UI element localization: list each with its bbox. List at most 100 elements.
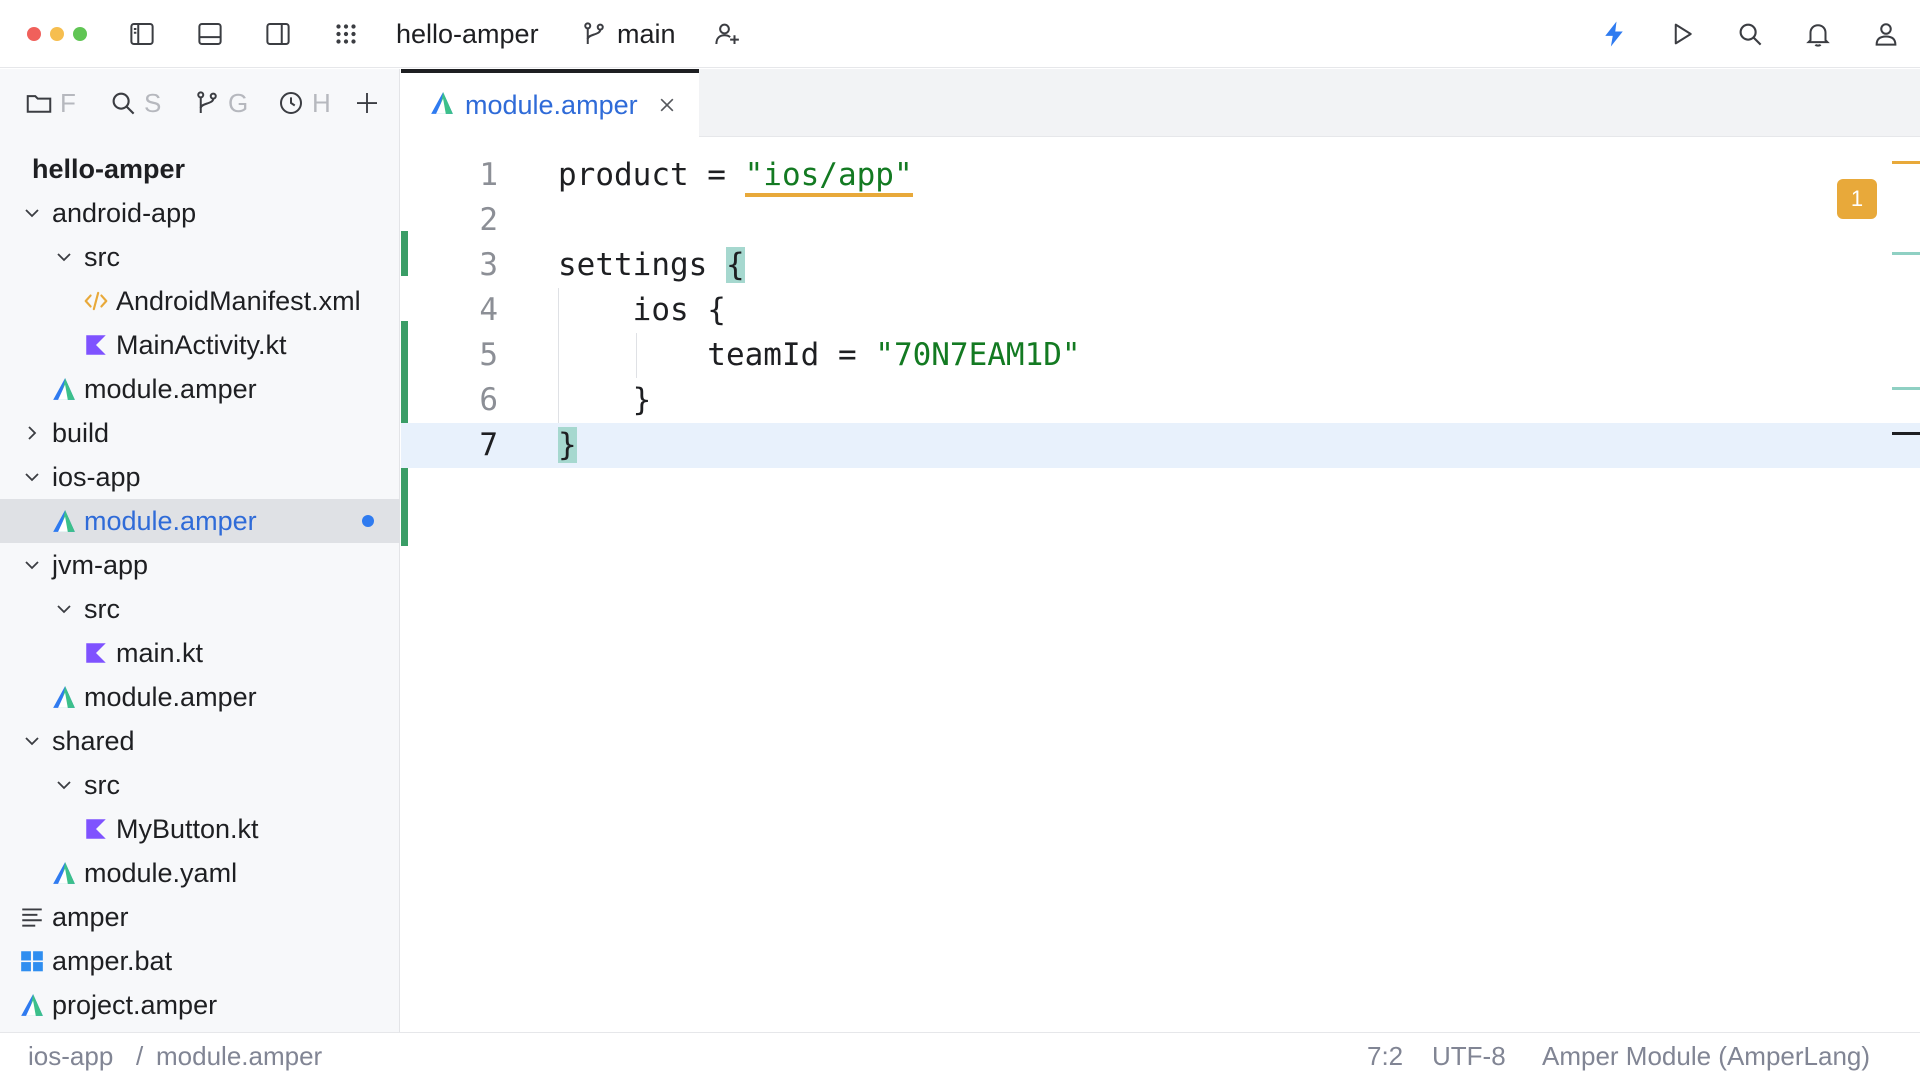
tree-folder[interactable]: shared [0,719,400,763]
title-bar: hello-amper main [0,0,1920,68]
tree-file[interactable]: module.amper [0,675,400,719]
zoom-window-button[interactable] [73,27,87,41]
chevron-down-icon[interactable] [50,595,78,623]
tree-folder[interactable]: src [0,235,400,279]
close-tab-button[interactable] [656,94,678,116]
toggle-bottom-panel-button[interactable] [190,14,230,54]
warning-count-badge[interactable]: 1 [1837,179,1877,219]
file-language[interactable]: Amper Module (AmperLang) [1542,1041,1871,1071]
code-token: ios { [558,292,726,328]
xml-file-icon [82,287,110,315]
file-encoding[interactable]: UTF-8 [1432,1041,1506,1071]
amper-file-icon [50,375,78,403]
tree-item-label: hello-amper [32,153,186,184]
close-window-button[interactable] [27,27,41,41]
close-icon [660,98,674,112]
code-text: } [558,378,652,423]
chevron-down-icon[interactable] [18,727,46,755]
code-line[interactable]: 5 teamId = "70N7EAM1D" [401,333,1920,378]
notifications-button[interactable] [1798,14,1838,54]
editor-tab-bar: module.amper [401,69,1920,137]
tree-file[interactable]: amper.bat [0,939,400,983]
code-token: { [725,247,745,283]
tree-item-label: module.amper [84,505,257,536]
account-button[interactable] [1866,14,1906,54]
line-number: 4 [479,292,498,328]
tab-history[interactable]: H [276,83,332,123]
main-menu-button[interactable] [326,14,366,54]
tree-folder[interactable]: android-app [0,191,400,235]
tab-search[interactable]: S [108,83,164,123]
code-text: ios { [558,288,726,333]
tab-git[interactable]: G [192,83,248,123]
tree-file[interactable]: amper [0,895,400,939]
code-line[interactable]: 7} [401,423,1920,468]
chevron-right-icon[interactable] [18,419,46,447]
scrollbar-change-mark[interactable] [1892,252,1920,255]
vcs-change-marker [401,231,408,276]
text-file-icon [18,903,46,931]
chevron-down-icon[interactable] [18,199,46,227]
caret-position[interactable]: 7:2 [1367,1041,1404,1071]
tree-folder[interactable]: ios-app [0,455,400,499]
tree-file[interactable]: module.yaml [0,851,400,895]
run-button[interactable] [1662,14,1702,54]
sidebar-left-icon [130,23,154,45]
toggle-left-panel-button[interactable] [122,14,162,54]
add-tab-button[interactable] [352,83,388,123]
tree-item-label: MainActivity.kt [116,329,287,360]
ai-assistant-button[interactable] [1594,14,1634,54]
tree-item-label: amper.bat [52,945,173,976]
tree-folder[interactable]: jvm-app [0,543,400,587]
code-token: } [558,382,652,418]
tree-file[interactable]: main.kt [0,631,400,675]
branch-icon-wrap[interactable] [574,14,614,54]
tree-file[interactable]: MyButton.kt [0,807,400,851]
tree-folder[interactable]: build [0,411,400,455]
code-line[interactable]: 4 ios { [401,288,1920,333]
run-icon [1674,23,1692,45]
add-collaborator-button[interactable] [707,14,747,54]
chevron-down-icon[interactable] [50,243,78,271]
toggle-right-panel-button[interactable] [258,14,298,54]
tree-item-label: ios-app [52,461,141,492]
tree-folder[interactable]: src [0,587,400,631]
scrollbar-warning-mark[interactable] [1892,161,1920,164]
scrollbar-caret-mark[interactable] [1892,432,1920,435]
editor-tab-module-amper[interactable]: module.amper [401,69,699,137]
tab-files[interactable]: F [24,83,80,123]
tree-item-label: MyButton.kt [116,813,259,844]
chevron-down-icon[interactable] [18,551,46,579]
code-line[interactable]: 2 [401,198,1920,243]
code-text: settings { [558,243,745,288]
code-token: settings [558,247,726,283]
tree-file[interactable]: project.amper [0,983,400,1027]
breadcrumb-file[interactable]: module.amper [156,1041,323,1071]
project-name-button[interactable]: hello-amper [396,19,539,49]
tree-file[interactable]: MainActivity.kt [0,323,400,367]
tree-folder[interactable]: src [0,763,400,807]
scrollbar-change-mark[interactable] [1892,387,1920,390]
search-everywhere-button[interactable] [1730,14,1770,54]
tree-item-label: module.yaml [84,857,238,888]
chevron-down-icon[interactable] [18,463,46,491]
tree-item-label: AndroidManifest.xml [116,285,361,316]
code-token: product = [558,157,745,193]
tree-file[interactable]: module.amper [0,367,400,411]
tree-item-label: src [84,241,120,272]
amper-file-icon [50,683,78,711]
tree-root[interactable]: hello-amper [0,147,400,191]
chevron-down-icon[interactable] [50,771,78,799]
indent-guide [558,288,559,423]
status-bar: ios-app / module.amper 7:2 UTF-8 Amper M… [0,1032,1920,1080]
branch-name-button[interactable]: main [617,19,676,49]
tree-file[interactable]: module.amper [0,499,400,543]
breadcrumb-folder[interactable]: ios-app [28,1041,114,1071]
minimize-window-button[interactable] [50,27,64,41]
bell-icon [1806,24,1830,47]
code-line[interactable]: 6 } [401,378,1920,423]
tree-file[interactable]: AndroidManifest.xml [0,279,400,323]
